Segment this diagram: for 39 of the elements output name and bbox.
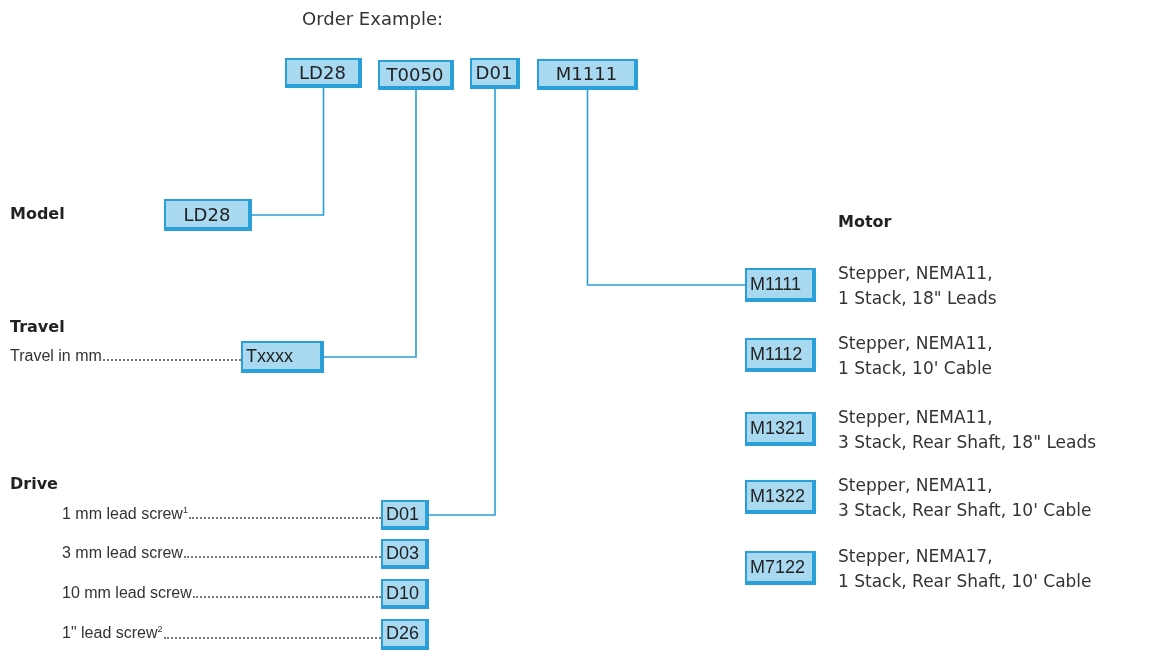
option-text: 1" lead screw$^{2}$	[62, 620, 381, 643]
code-box: D26	[381, 619, 429, 650]
code-box: Txxxx	[241, 341, 324, 373]
code-box: D10	[381, 579, 429, 609]
section-heading: Model	[10, 204, 65, 223]
section-heading: Drive	[10, 474, 58, 493]
code-box: M1111	[537, 59, 638, 90]
connector-line	[251, 87, 325, 216]
code-box: M1112	[745, 338, 816, 372]
option-description: 3 Stack, Rear Shaft, 10' Cable	[838, 499, 1092, 521]
code-box: M1111	[745, 268, 816, 302]
code-box: M1322	[745, 480, 816, 514]
title: Order Example:	[302, 8, 444, 29]
code-box: D01	[470, 58, 520, 89]
option-description: Stepper, NEMA11,	[838, 474, 993, 496]
connector-line	[428, 88, 496, 516]
connector-line	[586, 89, 746, 286]
option-description: 1 Stack, 18" Leads	[838, 287, 997, 309]
option-text: Travel in mm	[10, 343, 241, 365]
option-text: 1 mm lead screw$^{1}$	[62, 501, 381, 523]
option-text: 3 mm lead screw	[62, 540, 381, 562]
option-description: Stepper, NEMA11,	[838, 262, 993, 284]
option-description: Stepper, NEMA11,	[838, 406, 993, 428]
section-heading: Motor	[838, 212, 892, 231]
option-description: Stepper, NEMA17,	[838, 545, 993, 567]
code-box: LD28	[285, 58, 362, 88]
section-heading: Travel	[10, 317, 65, 336]
option-description: 1 Stack, 10' Cable	[838, 357, 993, 379]
option-text: 10 mm lead screw	[62, 580, 381, 602]
option-description: 3 Stack, Rear Shaft, 18" Leads	[838, 431, 1097, 453]
code-box: LD28	[164, 199, 252, 231]
code-box: M7122	[745, 551, 816, 585]
connector-line	[323, 89, 417, 358]
code-box: D03	[381, 539, 429, 569]
code-box: D01	[381, 500, 429, 530]
code-box: T0050	[378, 60, 454, 90]
code-box: M1321	[745, 412, 816, 446]
option-description: 1 Stack, Rear Shaft, 10' Cable	[838, 570, 1092, 592]
option-description: Stepper, NEMA11,	[838, 332, 993, 354]
